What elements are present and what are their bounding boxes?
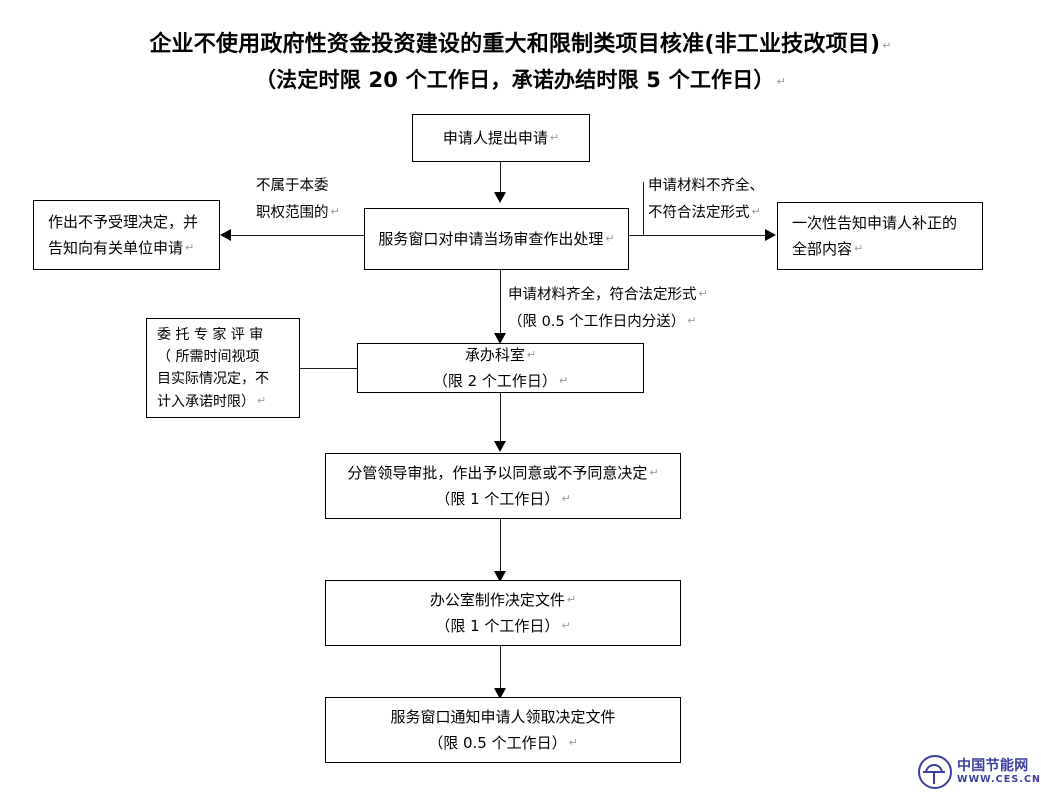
paragraph-mark-icon: ↵ bbox=[649, 466, 659, 479]
edge-label-line: （限 0.5 个工作日内分送）↵ bbox=[508, 314, 697, 330]
node-expert-review: 委 托 专 家 评 审 （ 所需时间视项 目实际情况定，不 计入承诺时限）↵ bbox=[146, 318, 300, 418]
connector-review-to-section bbox=[500, 270, 501, 342]
arrowhead-down-icon bbox=[494, 333, 506, 344]
watermark-logo: 中国节能网 WWW.CES.CN bbox=[918, 753, 1040, 791]
title-line-2: （法定时限 20 个工作日，承诺办结时限 5 个工作日）↵ bbox=[254, 68, 787, 92]
node-line: 目实际情况定，不 bbox=[157, 370, 269, 387]
paragraph-mark-icon: ↵ bbox=[561, 619, 571, 632]
connector-review-to-notice bbox=[629, 235, 766, 236]
node-line: 服务窗口对申请当场审查作出处理↵ bbox=[378, 230, 615, 248]
arrowhead-down-icon bbox=[494, 441, 506, 452]
edge-label-line: 申请材料齐全，符合法定形式↵ bbox=[508, 287, 708, 303]
node-office-document: 办公室制作决定文件↵ （限 1 个工作日）↵ bbox=[325, 580, 681, 646]
edge-label-incomplete-materials: 申请材料不齐全、 不符合法定形式↵ bbox=[648, 174, 764, 226]
edge-label-line: 不符合法定形式↵ bbox=[648, 205, 761, 221]
arrowhead-down-icon bbox=[494, 688, 506, 699]
edge-label-line: 申请材料不齐全、 bbox=[648, 178, 764, 194]
node-handling-section: 承办科室↵ （限 2 个工作日）↵ bbox=[357, 343, 644, 393]
connector-section-to-approval bbox=[500, 393, 501, 450]
node-line: （ 所需时间视项 bbox=[157, 348, 260, 365]
paragraph-mark-icon: ↵ bbox=[185, 240, 195, 254]
paragraph-mark-icon: ↵ bbox=[751, 205, 761, 218]
paragraph-mark-icon: ↵ bbox=[566, 593, 577, 606]
node-applicant-submit: 申请人提出申请↵ bbox=[412, 114, 590, 162]
node-leader-approval: 分管领导审批，作出予以同意或不予同意决定↵ （限 1 个工作日）↵ bbox=[325, 453, 681, 519]
edge-label-line: 不属于本委 bbox=[256, 178, 329, 194]
node-line: （限 1 个工作日）↵ bbox=[435, 490, 571, 508]
watermark-site-name: 中国节能网 bbox=[957, 758, 1029, 775]
connector-review-to-reject bbox=[231, 235, 364, 236]
connector-approval-to-office bbox=[500, 519, 501, 582]
paragraph-mark-icon: ↵ bbox=[526, 348, 537, 361]
paragraph-mark-icon: ↵ bbox=[687, 314, 697, 327]
edge-label-materials-complete: 申请材料齐全，符合法定形式↵ （限 0.5 个工作日内分送）↵ bbox=[508, 281, 708, 335]
node-line: 委 托 专 家 评 审 bbox=[157, 326, 264, 343]
node-line: （限 0.5 个工作日）↵ bbox=[428, 733, 578, 752]
paragraph-mark-icon: ↵ bbox=[561, 492, 571, 505]
paragraph-mark-icon: ↵ bbox=[330, 205, 340, 218]
node-line: 作出不予受理决定，并 bbox=[48, 212, 199, 231]
node-line: 服务窗口通知申请人领取决定文件 bbox=[390, 707, 616, 726]
paragraph-mark-icon: ↵ bbox=[776, 75, 787, 88]
paragraph-mark-icon: ↵ bbox=[698, 287, 708, 300]
node-line: 办公室制作决定文件↵ bbox=[429, 591, 577, 609]
paragraph-mark-icon: ↵ bbox=[854, 241, 864, 255]
paragraph-mark-icon: ↵ bbox=[882, 39, 892, 52]
node-line: （限 1 个工作日）↵ bbox=[435, 617, 571, 635]
watermark-site-url: WWW.CES.CN bbox=[957, 773, 1041, 785]
watermark-text: 中国节能网 WWW.CES.CN bbox=[957, 759, 1041, 785]
arrowhead-right-icon bbox=[765, 229, 776, 241]
connector-notice-riser bbox=[643, 182, 644, 236]
node-reject-decision: 作出不予受理决定，并 告知向有关单位申请↵ bbox=[33, 200, 220, 270]
node-line: 一次性告知申请人补正的 bbox=[792, 213, 958, 232]
emblem-bar bbox=[932, 773, 935, 784]
arrowhead-down-icon bbox=[494, 192, 506, 203]
paragraph-mark-icon: ↵ bbox=[257, 393, 267, 407]
node-line: （限 2 个工作日）↵ bbox=[432, 372, 569, 390]
edge-label-out-of-scope: 不属于本委 职权范围的↵ bbox=[256, 174, 340, 226]
title-line-1: 企业不使用政府性资金投资建设的重大和限制类项目核准(非工业技改项目)↵ bbox=[149, 32, 892, 57]
page-title: 企业不使用政府性资金投资建设的重大和限制类项目核准(非工业技改项目)↵ （法定时… bbox=[0, 28, 1041, 99]
paragraph-mark-icon: ↵ bbox=[549, 131, 560, 144]
paragraph-mark-icon: ↵ bbox=[568, 735, 578, 749]
node-line: 申请人提出申请↵ bbox=[442, 129, 560, 147]
node-line: 计入承诺时限）↵ bbox=[157, 393, 267, 410]
paragraph-mark-icon: ↵ bbox=[558, 374, 569, 387]
node-service-window-review: 服务窗口对申请当场审查作出处理↵ bbox=[364, 208, 629, 270]
paragraph-mark-icon: ↵ bbox=[605, 232, 615, 245]
node-line: 全部内容↵ bbox=[792, 239, 864, 258]
connector-expert-to-section bbox=[300, 368, 364, 369]
connector-submit-to-review bbox=[500, 162, 501, 202]
arrowhead-left-icon bbox=[220, 229, 231, 241]
node-line: 告知向有关单位申请↵ bbox=[48, 238, 195, 257]
edge-label-line: 职权范围的↵ bbox=[256, 205, 340, 221]
node-line: 分管领导审批，作出予以同意或不予同意决定↵ bbox=[347, 464, 659, 482]
node-line: 承办科室↵ bbox=[464, 346, 537, 364]
connector-office-to-notify bbox=[500, 646, 501, 699]
arrowhead-down-icon bbox=[494, 571, 506, 582]
node-notify-collect: 服务窗口通知申请人领取决定文件 （限 0.5 个工作日）↵ bbox=[325, 697, 681, 763]
node-one-time-notice: 一次性告知申请人补正的 全部内容↵ bbox=[777, 202, 983, 270]
ces-emblem-icon bbox=[918, 755, 952, 789]
